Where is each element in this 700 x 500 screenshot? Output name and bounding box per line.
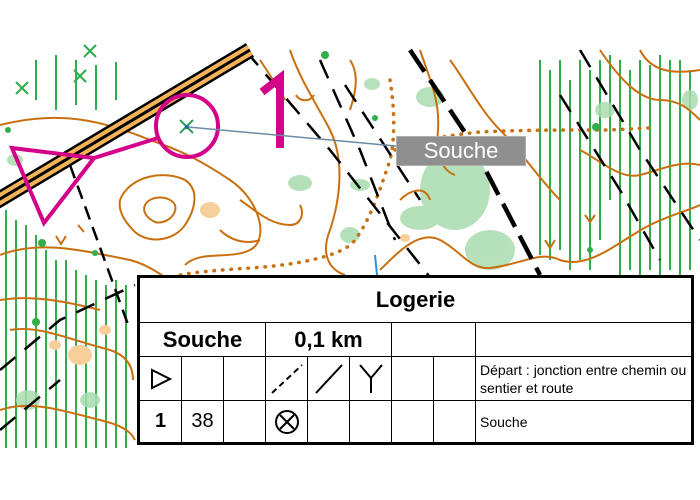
- main-road: [0, 43, 255, 209]
- description-table: Logerie Souche 0,1 km: [139, 277, 692, 443]
- control-col-c-cell: [223, 400, 266, 443]
- feature-cell-3: [349, 356, 392, 401]
- feature-cell-2: [307, 356, 350, 401]
- course-overprint: [8, 93, 220, 227]
- control-label-callout: Souche: [396, 136, 526, 166]
- brown-v-symbols: [55, 94, 596, 250]
- stream: [374, 254, 378, 276]
- control-description: Souche: [475, 400, 692, 443]
- control-number: 1: [139, 400, 182, 443]
- junction-y-icon: [358, 363, 383, 393]
- start-col-c-cell: [223, 356, 266, 401]
- title-row: Logerie: [139, 277, 692, 323]
- start-symbol-cell: [139, 356, 182, 401]
- control-number-1: [259, 69, 284, 148]
- course-name: Souche: [139, 322, 266, 357]
- course-extra-cell: [475, 322, 692, 357]
- control-col-e-cell: [307, 400, 350, 443]
- callout-leader-line: [187, 126, 397, 147]
- feature-cell-1: [265, 356, 308, 401]
- green-dots: [5, 51, 600, 326]
- control-code: 38: [181, 400, 224, 443]
- control-circle: [154, 93, 220, 159]
- control-description-sheet: Logerie Souche 0,1 km: [137, 275, 694, 445]
- control-feature-cell: [265, 400, 308, 443]
- course-climb-cell: [391, 322, 476, 357]
- control-col-h-cell: [433, 400, 476, 443]
- course-row: Souche 0,1 km: [139, 322, 692, 357]
- feature-cell-4: [391, 356, 434, 401]
- start-code-cell: [181, 356, 224, 401]
- start-row: Départ : jonction entre chemin ou sentie…: [139, 356, 692, 401]
- vegetation-hatch-right: [539, 55, 691, 275]
- vegetation-symbols: [15, 44, 97, 95]
- stump-circled-x-icon: [274, 409, 299, 434]
- control-row-1: 1 38 Souche: [139, 400, 692, 443]
- start-description: Départ : jonction entre chemin ou sentie…: [475, 356, 692, 401]
- path-dashed-icon: [270, 363, 303, 394]
- open-land-patches: [49, 202, 410, 365]
- course-length: 0,1 km: [265, 322, 392, 357]
- feature-cell-5: [433, 356, 476, 401]
- event-title: Logerie: [139, 277, 692, 323]
- start-triangle-icon: [150, 367, 172, 390]
- course-leg-line: [93, 136, 159, 160]
- start-triangle: [8, 145, 98, 227]
- control-col-f-cell: [349, 400, 392, 443]
- road-solid-icon: [314, 363, 343, 394]
- control-col-g-cell: [391, 400, 434, 443]
- control-center-dot: [185, 125, 189, 129]
- vegetation-patches: [7, 78, 698, 410]
- footpath-left: [68, 164, 132, 331]
